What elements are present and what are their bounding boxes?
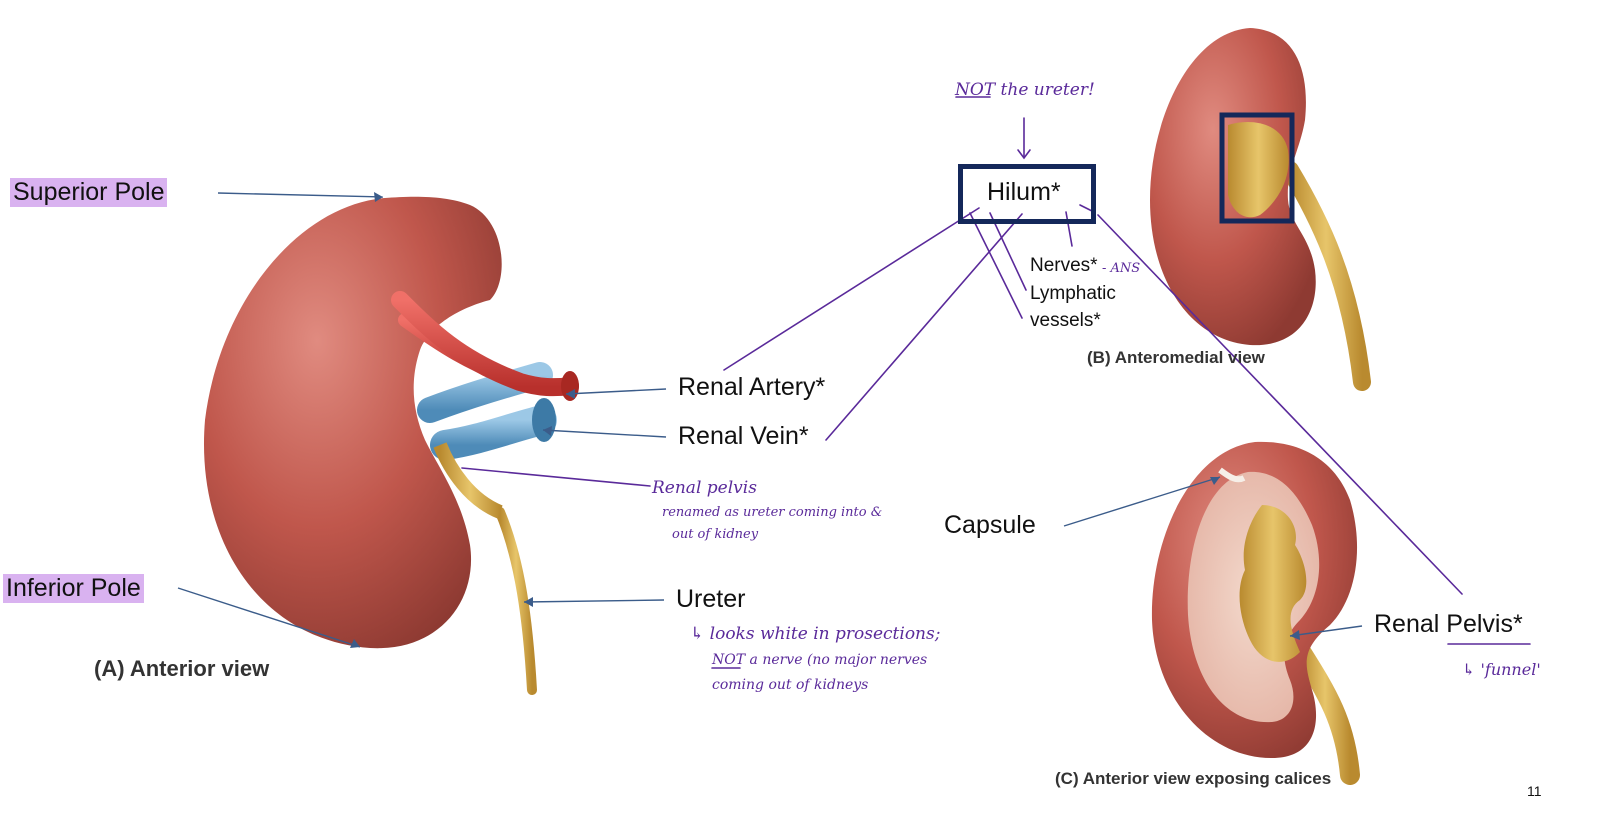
page-number: 11 bbox=[1527, 783, 1542, 799]
note-ureter-line2: NOT a nerve (no major nerves bbox=[712, 652, 928, 668]
note-renal-pelvis-line2: out of kidney bbox=[672, 527, 759, 542]
kidney-body bbox=[203, 196, 502, 649]
pointer-lines bbox=[177, 192, 1363, 648]
capsule-label: Capsule bbox=[944, 511, 1036, 539]
ureter-label: Ureter bbox=[676, 585, 746, 613]
renal-artery-label: Renal Artery* bbox=[678, 373, 826, 401]
note-ureter-line3: coming out of kidneys bbox=[712, 677, 869, 693]
caption-anterior-view: (A) Anterior view bbox=[94, 656, 270, 681]
caption-anteromedial-view: (B) Anteromedial view bbox=[1087, 348, 1265, 367]
note-not-ureter: NOT the ureter! bbox=[955, 80, 1095, 100]
ureter-shape bbox=[495, 507, 537, 695]
hilum-region-frame bbox=[1219, 112, 1295, 224]
nerves-label: Nerves* bbox=[1030, 255, 1098, 276]
note-ans: - ANS bbox=[1102, 261, 1141, 276]
renal-pelvis-label: Renal Pelvis* bbox=[1374, 610, 1523, 638]
note-funnel: ↳ 'funnel' bbox=[1462, 660, 1541, 679]
lymphatic-label: Lymphatic bbox=[1030, 283, 1116, 304]
pen-lines bbox=[461, 96, 1531, 669]
note-ureter-line1: ↳ looks white in prosections; bbox=[690, 624, 941, 644]
kidney-section bbox=[1151, 441, 1360, 785]
inferior-pole-label: Inferior Pole bbox=[3, 574, 144, 603]
artery-shape bbox=[391, 291, 579, 397]
caption-calices-view: (C) Anterior view exposing calices bbox=[1055, 769, 1332, 788]
note-renal-pelvis-title: Renal pelvis bbox=[652, 478, 757, 498]
kidney-anterior bbox=[203, 196, 579, 695]
superior-pole-label: Superior Pole bbox=[10, 178, 168, 207]
renal-vein-label: Renal Vein* bbox=[678, 422, 809, 450]
vessels-label: vessels* bbox=[1030, 310, 1101, 331]
hilum-box bbox=[958, 164, 1096, 224]
kidney-anteromedial bbox=[1150, 28, 1371, 391]
hilum-label: Hilum* bbox=[987, 178, 1061, 206]
note-renal-pelvis-line1: renamed as ureter coming into & bbox=[662, 505, 883, 520]
